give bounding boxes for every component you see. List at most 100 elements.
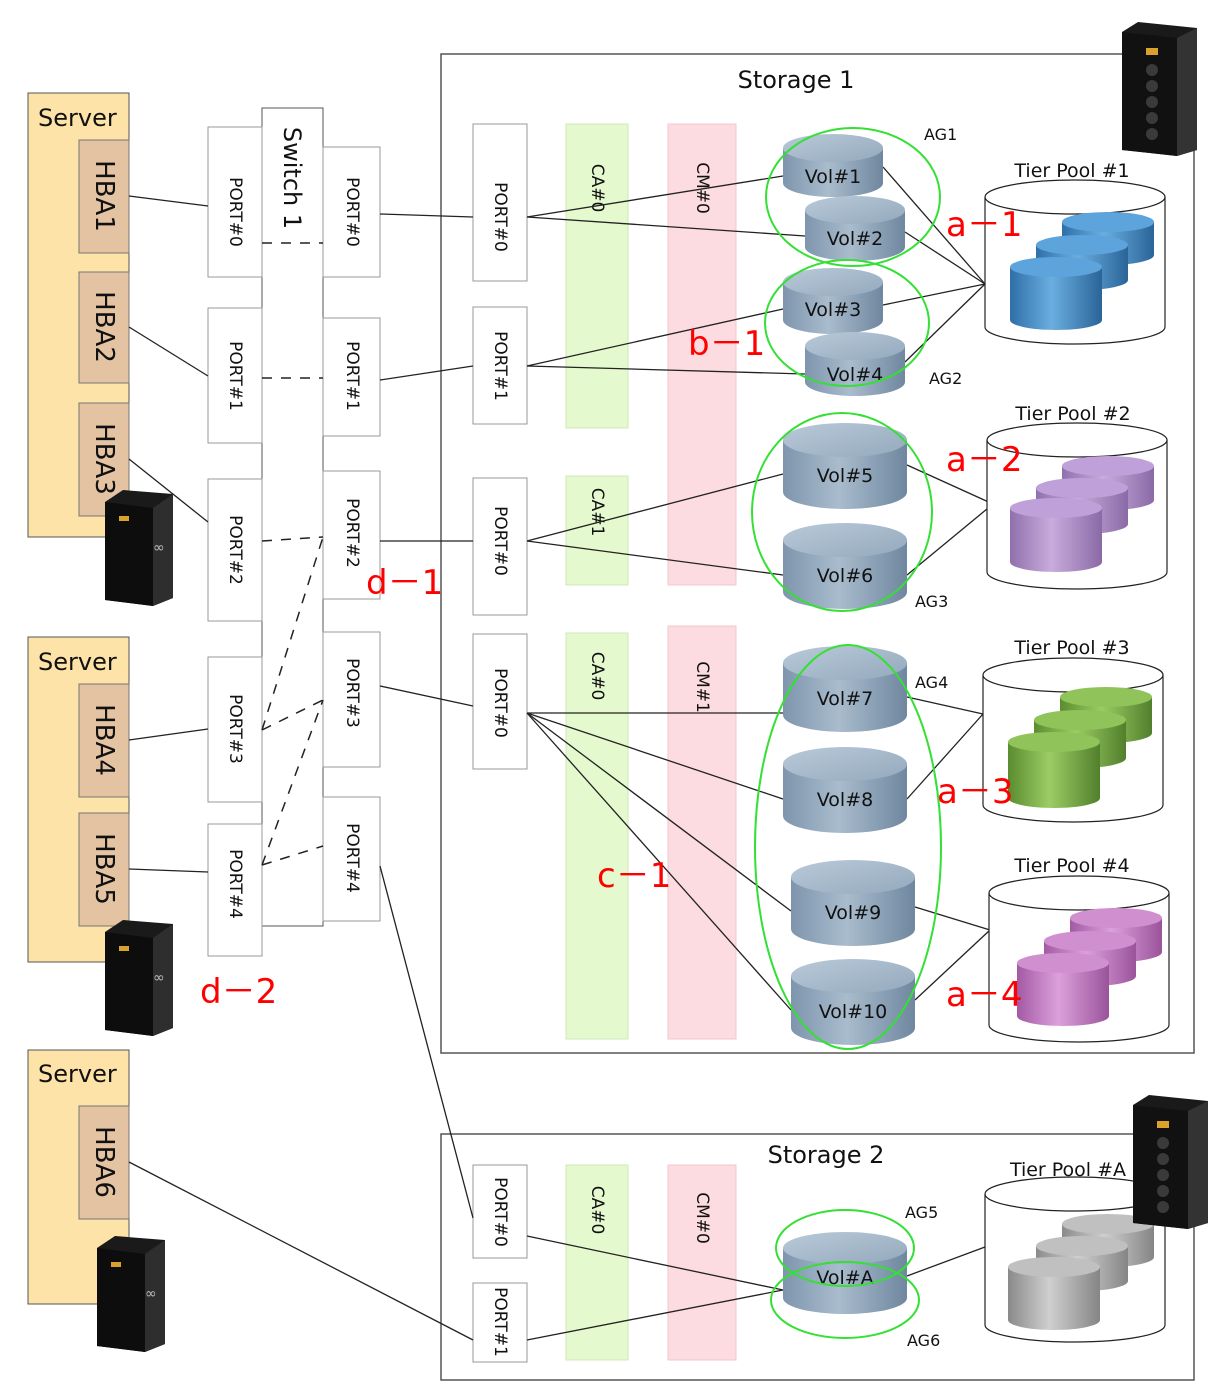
volume-3: Vol#3	[783, 268, 883, 334]
svg-text:∞: ∞	[153, 540, 165, 556]
s2-port-0-label: PORT#0	[490, 1177, 510, 1247]
server-3-label: Server	[38, 1060, 117, 1088]
switch-right-port-0	[322, 146, 381, 278]
tier-pool-a-disks	[1008, 1214, 1154, 1330]
volume-10-label: Vol#10	[819, 1001, 888, 1023]
s2-ca-0	[565, 1164, 629, 1361]
switch-left-port-2	[207, 478, 263, 622]
tier-pool-1: Tier Pool #1	[984, 160, 1166, 345]
annotation-d1: d－1	[366, 563, 443, 603]
volume-1-label: Vol#1	[805, 166, 861, 188]
connection-lines	[128, 166, 994, 1341]
annotation-c1: c－1	[597, 856, 671, 896]
volume-4: Vol#4	[805, 332, 905, 396]
s1-ca-1	[565, 475, 629, 586]
affinity-group-rings	[751, 127, 942, 1339]
volume-6: Vol#6	[783, 523, 907, 609]
svg-text:∞: ∞	[145, 1286, 157, 1302]
s1-ca-0a	[565, 123, 629, 429]
s1-cm-0	[667, 123, 737, 586]
switch-right-port-3-label: PORT#3	[342, 658, 362, 728]
s1-port-0b	[472, 477, 528, 616]
tier-pool-a-label: Tier Pool #A	[1009, 1159, 1126, 1181]
hba2-box	[78, 271, 130, 384]
ag1-label: AG1	[924, 125, 957, 144]
s1-port-0a-label: PORT#0	[490, 182, 510, 252]
switch-right-port-4-label: PORT#4	[342, 823, 362, 893]
hba5-label: HBA5	[89, 833, 119, 905]
volume-8: Vol#8	[783, 747, 907, 833]
volume-4-label: Vol#4	[827, 364, 883, 386]
hba1-label: HBA1	[89, 160, 119, 232]
s1-port-0a	[472, 123, 528, 282]
annotation-a2: a－2	[946, 440, 1022, 480]
volume-a-label: Vol#A	[816, 1267, 873, 1289]
s1-port-0b-label: PORT#0	[490, 506, 510, 576]
switch-right-port-3	[322, 631, 381, 768]
tier-pool-3: Tier Pool #3	[982, 637, 1164, 823]
storage-unit-icon-2	[1133, 1095, 1208, 1229]
switch-right-port-1-label: PORT#1	[342, 341, 362, 411]
tier-pool-3-disks	[1008, 687, 1152, 808]
tier-pool-2-disks	[1010, 456, 1154, 572]
hba5-box	[78, 812, 130, 927]
s1-ca-1-label: CA#1	[587, 488, 607, 537]
ag5-label: AG5	[905, 1203, 938, 1222]
s1-port-1-label: PORT#1	[490, 331, 510, 401]
annotation-a1: a－1	[946, 205, 1022, 245]
s1-cm-1-label: CM#1	[692, 661, 712, 713]
volume-9: Vol#9	[791, 860, 915, 946]
hba2-label: HBA2	[89, 291, 119, 363]
server-1-label: Server	[38, 104, 117, 132]
s1-port-0c	[472, 633, 528, 770]
s2-port-1-label: PORT#1	[490, 1287, 510, 1357]
hba6-label: HBA6	[89, 1126, 119, 1198]
ag3-label: AG3	[915, 592, 948, 611]
volume-2-label: Vol#2	[827, 228, 883, 250]
switch-left-port-4	[207, 823, 263, 957]
s1-ca-0b	[565, 632, 629, 1040]
switch-left-port-0-label: PORT#0	[225, 177, 245, 247]
s2-cm-0	[667, 1164, 737, 1361]
tier-pool-4: Tier Pool #4	[988, 855, 1170, 1043]
volume-7: Vol#7	[783, 646, 907, 732]
tier-pool-4-disks	[1017, 908, 1162, 1026]
annotation-a3: a－3	[937, 772, 1013, 812]
annotation-b1: b－1	[688, 324, 765, 364]
tier-pool-2: Tier Pool #2	[986, 403, 1168, 590]
server-unit-icon-1: ∞	[105, 490, 173, 606]
s2-port-1	[472, 1282, 528, 1363]
s1-ca-0b-label: CA#0	[587, 652, 607, 701]
hba4-box	[78, 683, 130, 798]
switch-right-port-0-label: PORT#0	[342, 177, 362, 247]
hba4-label: HBA4	[89, 704, 119, 776]
annotation-a4: a－4	[946, 975, 1022, 1015]
switch-right-port-4	[322, 796, 381, 922]
switch-right-port-1	[322, 317, 381, 437]
switch-left-port-4-label: PORT#4	[225, 849, 245, 919]
s1-cm-1	[667, 625, 737, 1040]
tier-pool-2-label: Tier Pool #2	[1014, 403, 1130, 425]
s2-cm-0-label: CM#0	[692, 1192, 712, 1244]
storage1-title: Storage 1	[738, 66, 855, 94]
volume-6-label: Vol#6	[817, 565, 873, 587]
ag6-label: AG6	[907, 1331, 940, 1350]
switch-internal-paths	[261, 242, 324, 866]
svg-text:∞: ∞	[153, 970, 165, 986]
switch-left-port-1	[207, 307, 263, 444]
switch-label: Switch 1	[278, 127, 306, 229]
server-unit-icon-3: ∞	[97, 1236, 165, 1352]
hba3-label: HBA3	[89, 423, 119, 495]
volumes: Vol#1 Vol#2 Vol#3 Vol#4 Vol#5 Vol#6	[783, 134, 915, 1314]
volume-a: Vol#A	[783, 1232, 907, 1314]
switch-left-port-2-label: PORT#2	[225, 515, 245, 585]
tier-pool-1-label: Tier Pool #1	[1013, 160, 1129, 182]
s2-ca-0-label: CA#0	[587, 1186, 607, 1235]
storage2-title: Storage 2	[768, 1141, 885, 1169]
volume-7-label: Vol#7	[817, 688, 873, 710]
volume-9-label: Vol#9	[825, 902, 881, 924]
s1-ca-0a-label: CA#0	[587, 164, 607, 213]
server-unit-icon-2: ∞	[105, 920, 173, 1036]
switch-body	[261, 107, 324, 927]
